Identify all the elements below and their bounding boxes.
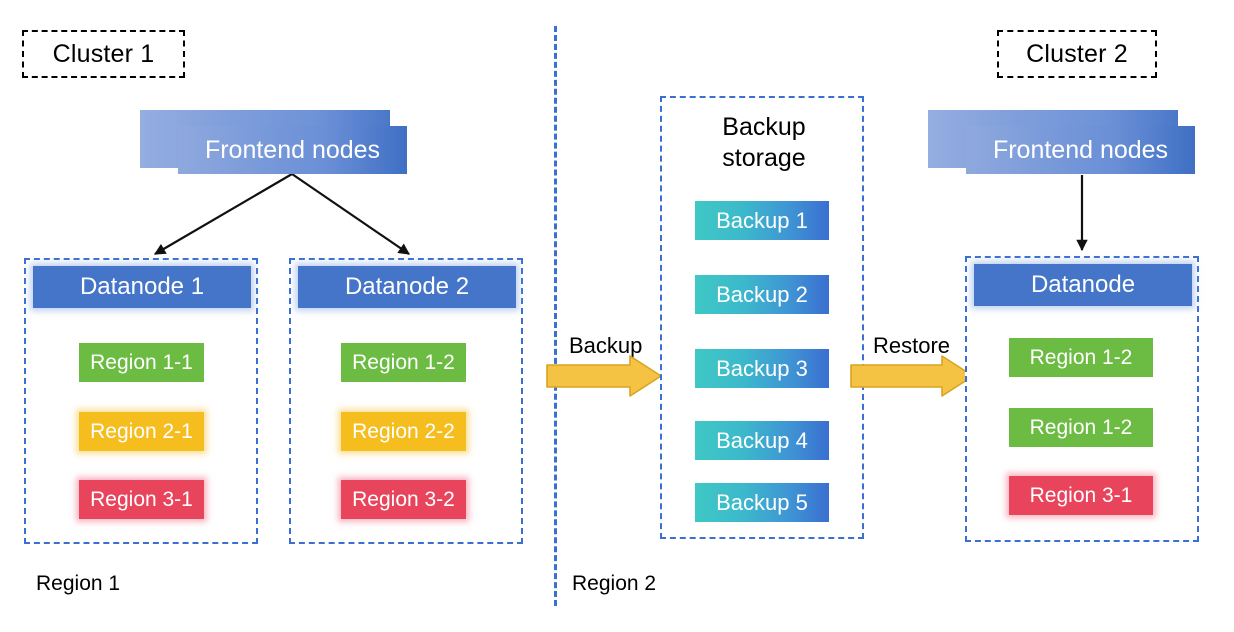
backup-flow-label: Backup: [569, 333, 642, 359]
backup-flow-text: Backup: [569, 333, 643, 358]
edge-frontend1-to-datanode1: [154, 173, 293, 255]
backup-arrow-icon: [546, 355, 662, 397]
restore-arrow-icon: [850, 355, 974, 397]
backup-storage-title: Backup storage: [662, 112, 866, 173]
frontend-nodes-label: Frontend nodes: [204, 135, 381, 164]
region-2-footer-text: Region 2: [572, 572, 657, 595]
backup-item[interactable]: Backup 2: [695, 275, 829, 314]
region-label-text: Region 3-2: [352, 487, 455, 511]
region-label-text: Region 3-1: [1029, 483, 1133, 507]
backup-item[interactable]: Backup 5: [695, 483, 829, 522]
datanode-1-label: Datanode 1: [79, 273, 205, 300]
region-box[interactable]: Region 1-2: [1009, 408, 1153, 447]
backup-item-label: Backup 2: [716, 281, 808, 307]
region-box[interactable]: Region 2-1: [79, 412, 204, 451]
restore-flow-label: Restore: [873, 333, 950, 359]
backup-item-label: Backup 5: [716, 489, 808, 515]
backup-item[interactable]: Backup 1: [695, 201, 829, 240]
edge-frontend1-to-datanode2: [291, 173, 410, 255]
region-label-text: Region 3-1: [90, 487, 193, 511]
region-label-text: Region 1-2: [1029, 345, 1133, 369]
region-divider: [554, 26, 557, 606]
frontend-nodes-front-slab: Frontend nodes: [966, 126, 1195, 174]
datanode-1-container[interactable]: Datanode 1 Region 1-1 Region 2-1 Region …: [24, 258, 258, 544]
datanode-2-header: Datanode 2: [298, 266, 516, 308]
region-2-footer-label: Region 2: [572, 572, 656, 596]
region-1-footer-text: Region 1: [36, 572, 121, 595]
frontend-nodes-front-slab: Frontend nodes: [178, 126, 407, 174]
datanode-1-header: Datanode 1: [33, 266, 251, 308]
backup-item-label: Backup 3: [716, 355, 808, 381]
region-box[interactable]: Region 1-2: [1009, 338, 1153, 377]
datanode-cluster2-container[interactable]: Datanode Region 1-2 Region 1-2 Region 3-…: [965, 256, 1199, 542]
region-box[interactable]: Region 1-1: [79, 343, 204, 382]
region-label-text: Region 1-2: [1029, 415, 1133, 439]
datanode-2-container[interactable]: Datanode 2 Region 1-2 Region 2-2 Region …: [289, 258, 523, 544]
region-label-text: Region 1-1: [90, 350, 193, 374]
region-box[interactable]: Region 2-2: [341, 412, 466, 451]
region-box[interactable]: Region 3-1: [1009, 476, 1153, 515]
cluster-2-tag-label: Cluster 2: [1026, 39, 1128, 68]
backup-storage-container[interactable]: Backup storage Backup 1 Backup 2 Backup …: [660, 96, 864, 539]
region-box[interactable]: Region 3-1: [79, 480, 204, 519]
frontend-nodes-label: Frontend nodes: [992, 135, 1169, 164]
region-box[interactable]: Region 3-2: [341, 480, 466, 519]
region-label-text: Region 2-1: [90, 419, 193, 443]
backup-item-label: Backup 4: [716, 427, 808, 453]
datanode-cluster2-header: Datanode: [974, 264, 1192, 306]
cluster-1-tag: Cluster 1: [22, 30, 185, 78]
datanode-cluster2-label: Datanode: [1030, 271, 1136, 298]
region-box[interactable]: Region 1-2: [341, 343, 466, 382]
region-label-text: Region 1-2: [352, 350, 455, 374]
backup-storage-title-line1: Backup: [722, 113, 806, 141]
backup-item[interactable]: Backup 3: [695, 349, 829, 388]
region-label-text: Region 2-2: [352, 419, 455, 443]
cluster-1-tag-label: Cluster 1: [52, 39, 155, 68]
backup-storage-title-line2: storage: [722, 143, 806, 172]
datanode-2-label: Datanode 2: [344, 273, 470, 300]
backup-item[interactable]: Backup 4: [695, 421, 829, 460]
region-1-footer-label: Region 1: [36, 572, 120, 596]
backup-item-label: Backup 1: [716, 207, 808, 233]
restore-flow-text: Restore: [873, 333, 951, 358]
cluster-2-tag: Cluster 2: [997, 30, 1157, 78]
